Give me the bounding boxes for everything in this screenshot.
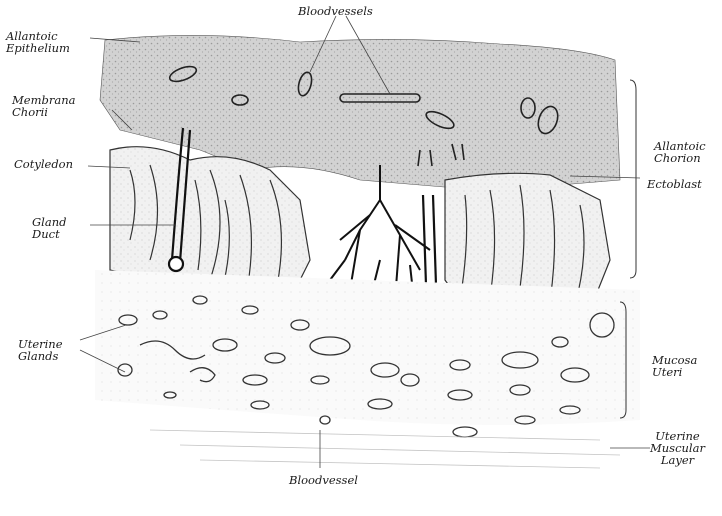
uterine-glands-line-2: Glands (18, 350, 63, 362)
gland-duct-line-2: Duct (32, 228, 67, 240)
bloodvessels-top-text: Bloodvessels (298, 5, 373, 17)
cotyledon-text: Cotyledon (14, 158, 73, 170)
uterine-muscular-line-3: Layer (650, 454, 705, 466)
allantoic-chorion-line-2: Chorion (654, 152, 706, 164)
bloodvessel-bottom-label: Bloodvessel (289, 474, 358, 486)
uterine-glands-label: Uterine Glands (18, 338, 63, 362)
cotyledon-label: Cotyledon (14, 158, 73, 170)
uterine-muscular-layer (150, 430, 620, 468)
membrana-chorii-label: Membrana Chorii (12, 94, 75, 118)
mucosa-uteri-label: Mucosa Uteri (652, 354, 697, 378)
bloodvessels-top-label: Bloodvessels (298, 5, 373, 17)
allantoic-epithelium-line-2: Epithelium (6, 42, 70, 54)
uterine-muscular-layer-label: Uterine Muscular Layer (650, 430, 705, 466)
mucosa-uteri-line-2: Uteri (652, 366, 697, 378)
membrana-chorii-line-2: Chorii (12, 106, 75, 118)
allantoic-chorion-label: Allantoic Chorion (654, 140, 706, 164)
ectoblast-label: Ectoblast (647, 178, 702, 190)
bloodvessel-bottom-text: Bloodvessel (289, 474, 358, 486)
gland-duct-label: Gland Duct (32, 216, 67, 240)
allantoic-epithelium-label: Allantoic Epithelium (6, 30, 70, 54)
ectoblast-text: Ectoblast (647, 178, 702, 190)
